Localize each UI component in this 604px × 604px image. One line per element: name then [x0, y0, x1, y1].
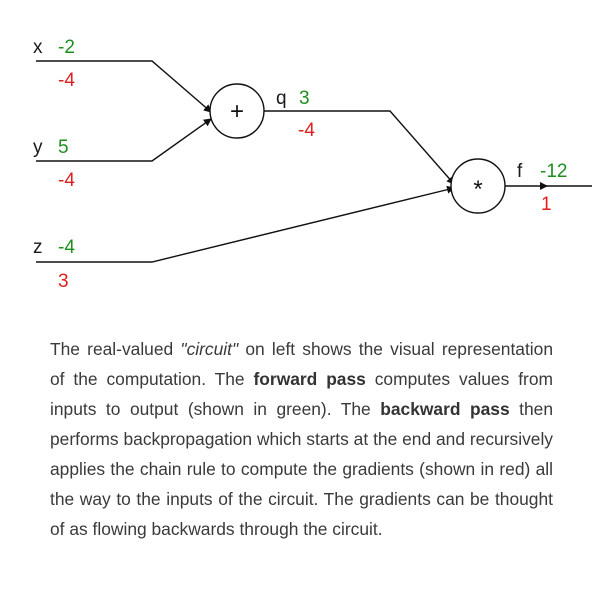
- wire-q-to-mul: [264, 110, 455, 185]
- add-gate: [209, 83, 265, 139]
- caption-paragraph: The real-valued "circuit" on left shows …: [50, 334, 553, 544]
- wire-z-to-mul: [36, 185, 455, 263]
- caption-backward-pass: backward pass: [380, 399, 510, 419]
- y-gradient: -4: [58, 170, 75, 191]
- caption-text-2: on left shows the visual representation …: [50, 339, 553, 389]
- computational-graph: + * x -2 -4 y 5 -4 z -4 3 q 3 -4 f -12 1: [33, 37, 592, 292]
- q-value: 3: [299, 88, 310, 109]
- y-label: y: [33, 137, 43, 158]
- caption-text-4: then performs backpropagation which star…: [50, 399, 553, 539]
- multiply-gate: [450, 158, 506, 214]
- z-gradient: 3: [58, 271, 69, 292]
- z-label: z: [33, 237, 43, 258]
- f-gradient: 1: [541, 194, 552, 215]
- q-label: q: [276, 88, 287, 109]
- x-gradient: -4: [58, 70, 75, 91]
- multiply-gate-symbol: *: [473, 176, 482, 203]
- x-label: x: [33, 37, 43, 58]
- f-label: f: [517, 161, 523, 182]
- z-value: -4: [58, 237, 75, 258]
- x-value: -2: [58, 37, 75, 58]
- caption-text-3: computes values from inputs to output (s…: [50, 369, 553, 419]
- caption-forward-pass: forward pass: [253, 369, 366, 389]
- wire-y-to-add: [36, 118, 212, 162]
- caption-text-1: The real-valued: [50, 339, 181, 359]
- y-value: 5: [58, 137, 69, 158]
- q-gradient: -4: [298, 120, 315, 141]
- caption-circuit-term: "circuit": [180, 339, 239, 359]
- wire-x-to-add: [36, 60, 212, 113]
- add-gate-symbol: +: [230, 98, 244, 125]
- f-value: -12: [540, 161, 567, 182]
